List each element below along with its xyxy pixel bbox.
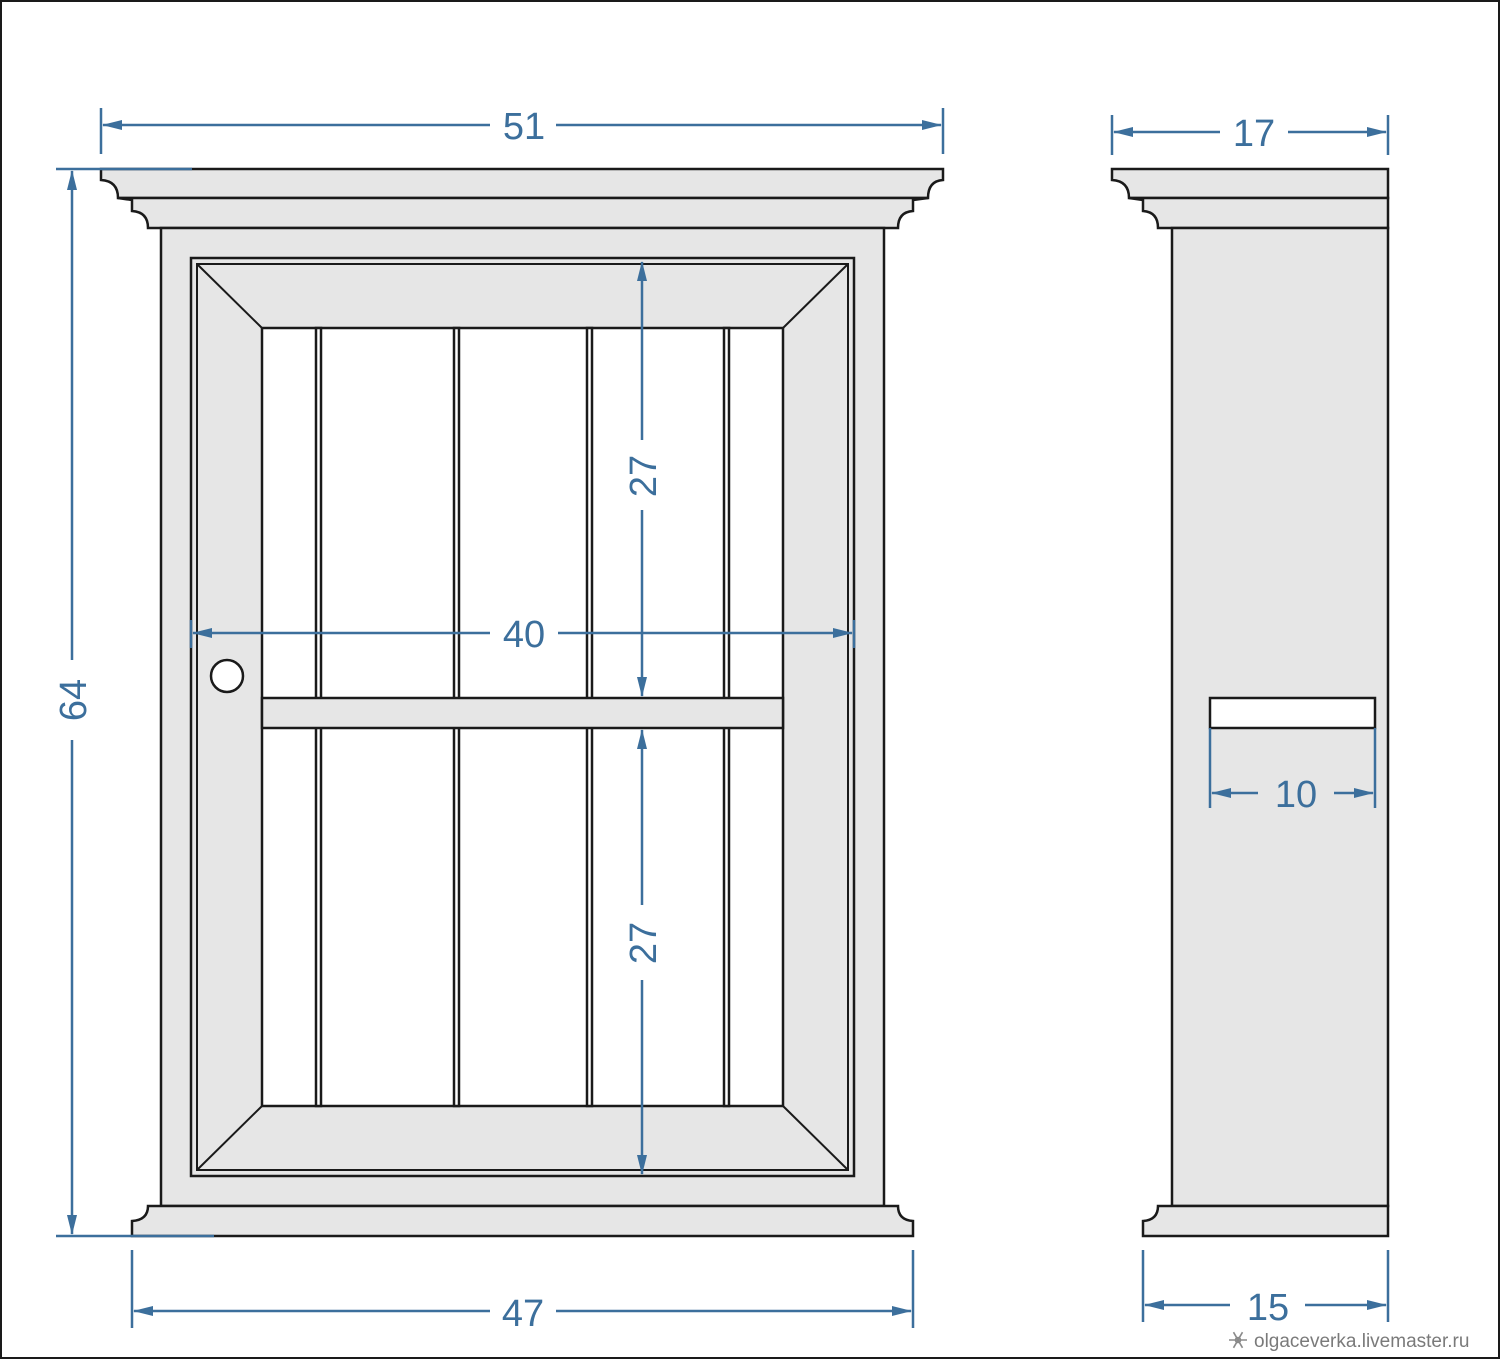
front-base	[130, 1204, 915, 1238]
dim-label-side-base-depth: 15	[1247, 1287, 1289, 1329]
front-crown-bottom	[117, 196, 929, 230]
front-door-inner-line	[196, 263, 849, 1171]
dim-label-side-top-depth: 17	[1233, 113, 1275, 155]
dim-label-shelf-depth: 10	[1275, 774, 1317, 816]
dim-label-inner-width: 40	[503, 614, 545, 656]
watermark-text: olgaceverka.livemaster.ru	[1254, 1331, 1469, 1352]
dimension-lines	[56, 108, 1390, 1328]
dim-label-lower-height: 27	[623, 922, 665, 964]
dim-label-overall-height: 64	[53, 679, 95, 721]
side-base	[1141, 1204, 1390, 1238]
front-crown-top	[99, 167, 945, 200]
dim-label-base-width: 47	[502, 1293, 544, 1335]
dim-label-overall-width: 51	[503, 106, 545, 148]
side-shelf	[1208, 696, 1377, 730]
dim-label-upper-height: 27	[623, 455, 665, 497]
front-shelf	[260, 696, 785, 730]
side-crown-top	[1110, 167, 1390, 200]
snowflake-icon	[1229, 1331, 1247, 1349]
side-view	[1110, 167, 1390, 1238]
door-knob	[209, 658, 245, 694]
side-crown-bottom	[1128, 196, 1390, 230]
front-view	[99, 167, 945, 1238]
watermark: olgaceverka.livemaster.ru	[1229, 1331, 1469, 1352]
